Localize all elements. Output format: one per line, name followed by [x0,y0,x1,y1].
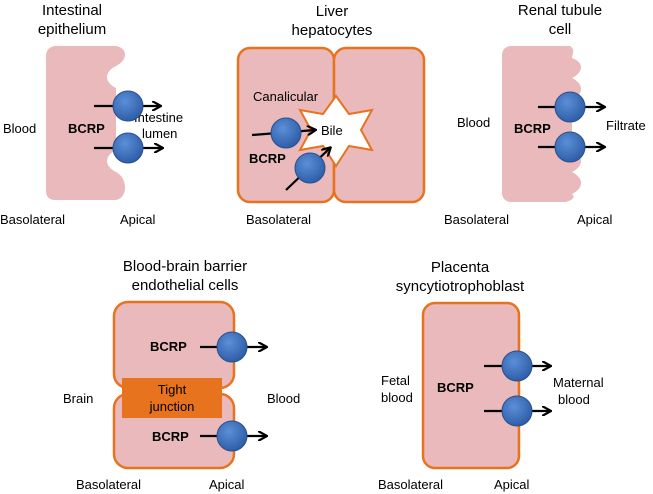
bbb-brain-label: Brain [63,391,93,406]
intestine-transporter-2 [112,132,144,164]
intestine-basolateral-label: Basolateral [0,212,65,227]
renal-filtrate-label: Filtrate [606,118,646,133]
liver-bcrp-label: BCRP [249,151,286,166]
intestine-title-line1: Intestinal [42,2,102,19]
panel-bbb: Blood-brain barrier endothelial cells Ti… [63,258,300,492]
intestine-apical-label: Apical [120,212,156,227]
intestine-lumen-label-line1: Intestine [134,110,183,125]
intestine-lumen-label-line2: lumen [142,126,177,141]
placenta-basolateral-label: Basolateral [378,477,443,492]
placenta-transporter-1 [501,350,533,382]
bbb-transporter-top [216,331,248,363]
placenta-transporter-2 [501,395,533,427]
placenta-maternal-label-line1: Maternal [553,375,604,390]
tight-junction-label-line1: Tight [158,382,187,397]
tight-junction [122,378,222,418]
placenta-title-line1: Placenta [431,259,490,276]
placenta-fetal-label-line2: blood [381,390,413,405]
bbb-blood-label: Blood [267,391,300,406]
intestine-transporter-1 [112,90,144,122]
bbb-bcrp-label-bottom: BCRP [152,429,189,444]
bile-label: Bile [321,123,343,138]
intestine-cell [46,46,125,200]
renal-title-line1: Renal tubule [518,2,602,19]
placenta-fetal-label-line1: Fetal [381,373,410,388]
renal-apical-label: Apical [577,212,613,227]
bbb-basolateral-label: Basolateral [76,477,141,492]
renal-title-line2: cell [549,21,572,38]
placenta-bcrp-label: BCRP [437,380,474,395]
bbb-title-line2: endothelial cells [132,277,239,294]
renal-transporter-2 [554,131,586,163]
syncytiotrophoblast-cell [421,301,521,470]
liver-title-line2: hepatocytes [292,22,373,39]
renal-transporter-1 [554,91,586,123]
renal-cell [502,46,581,202]
panel-liver: Liver hepatocytes Canalicular Bile BCRP … [236,3,426,227]
renal-blood-label: Blood [457,115,490,130]
canalicular-label: Canalicular [253,89,319,104]
intestine-title-line2: epithelium [38,21,106,38]
intestine-bcrp-label: BCRP [68,121,105,136]
placenta-apical-label: Apical [494,477,530,492]
bile-canaliculus-star [298,94,374,168]
panel-placenta: Placenta syncytiotrophoblast Fetal blood… [378,259,604,492]
renal-bcrp-label: BCRP [514,121,551,136]
tight-junction-label-line2: junction [149,399,195,414]
liver-transporter-1 [270,117,302,149]
intestine-blood-label: Blood [3,121,36,136]
renal-basolateral-label: Basolateral [444,212,509,227]
liver-transporter-2 [294,152,326,184]
liver-title-line1: Liver [316,3,349,20]
bbb-apical-label: Apical [209,477,245,492]
bbb-transporter-bottom [216,420,248,452]
panel-renal: Renal tubule cell Blood BCRP Filtrate Ba… [444,2,646,227]
placenta-maternal-label-line2: blood [558,392,590,407]
placenta-title-line2: syncytiotrophoblast [396,278,525,295]
liver-basolateral-label: Basolateral [246,212,311,227]
bbb-bcrp-label-top: BCRP [150,339,187,354]
panel-intestine: Intestinal epithelium Blood BCRP Intesti… [0,2,183,227]
bbb-title-line1: Blood-brain barrier [123,258,247,275]
